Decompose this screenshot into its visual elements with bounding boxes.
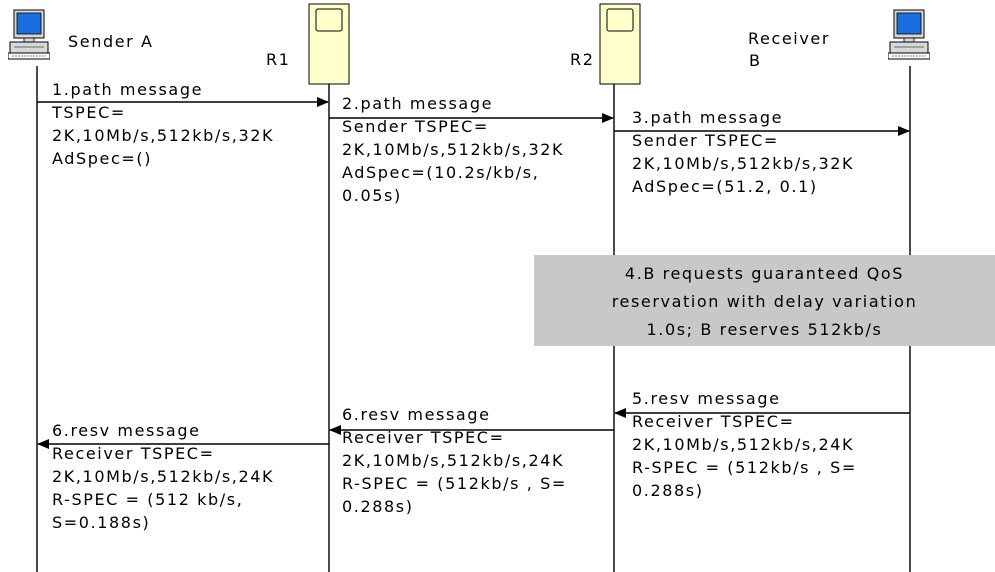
message-line: 6.resv message — [342, 405, 491, 424]
message-line: 2K,10Mb/s,512kb/s,24K — [52, 467, 275, 486]
message-line: R-SPEC = (512kb/s , S= — [632, 458, 857, 477]
message-line: TSPEC= — [52, 103, 126, 122]
message-line: Sender TSPEC= — [632, 131, 779, 150]
message-line: 3.path message — [632, 108, 784, 127]
participant-label-r1: R1 — [266, 50, 291, 69]
message-6-resv-r2-r1: 6.resv message Receiver TSPEC= 2K,10Mb/s… — [342, 403, 567, 518]
message-1-path: 1.path message TSPEC= 2K,10Mb/s,512kb/s,… — [52, 78, 274, 170]
message-line: 2K,10Mb/s,512kb/s,32K — [52, 126, 275, 145]
message-line: 2K,10Mb/s,512kb/s,32K — [632, 154, 855, 173]
message-line: AdSpec=(51.2, 0.1) — [632, 177, 818, 196]
message-line: 6.resv message — [52, 421, 201, 440]
message-line: 0.05s) — [342, 186, 402, 205]
computer-icon — [888, 9, 930, 60]
note-line: reservation with delay variation — [611, 292, 918, 311]
participant-label-sender-a: Sender A — [68, 32, 154, 51]
note-line: 1.0s; B reserves 512kb/s — [646, 320, 883, 339]
message-5-resv: 5.resv message Receiver TSPEC= 2K,10Mb/s… — [632, 387, 857, 502]
message-line: 0.288s) — [342, 497, 414, 516]
message-line: 2K,10Mb/s,512kb/s,24K — [342, 451, 565, 470]
router-icon — [308, 3, 350, 85]
message-line: 2K,10Mb/s,512kb/s,32K — [342, 140, 565, 159]
participant-label-receiver-line1: Receiver — [748, 29, 831, 48]
message-line: AdSpec=() — [52, 149, 153, 168]
message-line: 0.288s) — [632, 481, 704, 500]
participant-label-receiver-line2: B — [749, 51, 762, 70]
message-line: Receiver TSPEC= — [632, 412, 795, 431]
reservation-note: 4.B requests guaranteed QoS reservation … — [534, 255, 995, 346]
participant-label-r2: R2 — [570, 50, 595, 69]
message-3-path: 3.path message Sender TSPEC= 2K,10Mb/s,5… — [632, 106, 854, 198]
message-line: 2K,10Mb/s,512kb/s,24K — [632, 435, 855, 454]
message-line: 1.path message — [52, 80, 204, 99]
message-line: S=0.188s) — [52, 513, 151, 532]
message-line: Receiver TSPEC= — [52, 444, 215, 463]
message-6-resv-r1-sender: 6.resv message Receiver TSPEC= 2K,10Mb/s… — [52, 419, 274, 534]
message-line: Sender TSPEC= — [342, 117, 489, 136]
message-line: AdSpec=(10.2s/kb/s, — [342, 163, 540, 182]
router-icon — [599, 3, 641, 85]
message-line: 5.resv message — [632, 389, 781, 408]
note-line: 4.B requests guaranteed QoS — [624, 264, 905, 283]
message-line: Receiver TSPEC= — [342, 428, 505, 447]
message-line: R-SPEC = (512 kb/s, — [52, 490, 244, 509]
computer-icon — [8, 9, 50, 60]
message-line: R-SPEC = (512kb/s , S= — [342, 474, 567, 493]
message-line: 2.path message — [342, 94, 494, 113]
message-2-path: 2.path message Sender TSPEC= 2K,10Mb/s,5… — [342, 92, 564, 207]
